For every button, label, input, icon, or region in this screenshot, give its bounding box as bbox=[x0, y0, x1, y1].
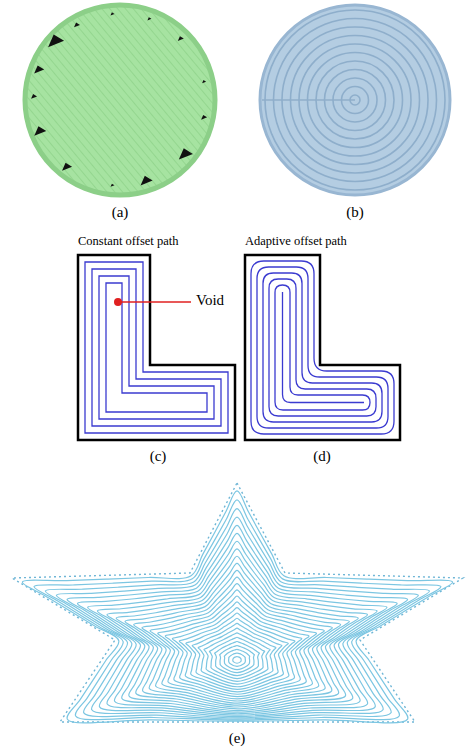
figure-title: Adaptive offset path bbox=[245, 234, 347, 248]
contour-path bbox=[56, 517, 418, 718]
hatched-disc bbox=[25, 5, 215, 195]
void-triangle bbox=[178, 36, 184, 41]
ring-path bbox=[291, 36, 420, 165]
panel-label: (b) bbox=[346, 204, 364, 221]
void-triangle bbox=[141, 176, 153, 186]
ring-path bbox=[308, 53, 403, 148]
panel-label: (d) bbox=[313, 448, 331, 465]
panel-label: (e) bbox=[229, 730, 246, 747]
ring-path bbox=[299, 44, 411, 156]
contour-path bbox=[224, 649, 249, 669]
contour-path bbox=[97, 549, 377, 712]
contour-path bbox=[134, 577, 341, 705]
offset-path bbox=[251, 261, 394, 434]
void-triangle bbox=[111, 12, 115, 15]
star-contours bbox=[12, 483, 463, 723]
offset-path bbox=[85, 262, 228, 433]
ring-path bbox=[333, 78, 377, 122]
contour-path bbox=[192, 623, 282, 686]
contour-path bbox=[88, 541, 387, 714]
void-triangle bbox=[34, 66, 44, 74]
offset-path bbox=[269, 279, 376, 416]
contour-path bbox=[220, 646, 255, 673]
void-triangle bbox=[48, 34, 64, 47]
disc-outline bbox=[260, 5, 450, 195]
contour-path bbox=[142, 584, 332, 704]
ring-path bbox=[316, 61, 394, 139]
offset-path bbox=[275, 285, 370, 410]
void-triangle bbox=[201, 115, 207, 120]
panel-label: (c) bbox=[150, 448, 167, 465]
offset-path bbox=[263, 273, 382, 422]
ring-path bbox=[350, 95, 360, 105]
l-outline bbox=[78, 255, 235, 440]
ring-path bbox=[265, 10, 445, 190]
ring-path bbox=[274, 19, 437, 182]
ring-path bbox=[342, 87, 369, 114]
panel-label: (a) bbox=[112, 204, 129, 221]
contour-path bbox=[67, 525, 408, 716]
disc-outline bbox=[25, 5, 215, 195]
offset-path bbox=[283, 292, 365, 403]
void-triangle bbox=[147, 17, 151, 20]
void-triangle bbox=[62, 163, 72, 171]
contour-path bbox=[215, 641, 260, 675]
offset-path bbox=[257, 267, 388, 428]
ring-path bbox=[282, 27, 428, 173]
l-outline bbox=[245, 255, 400, 440]
void-triangle bbox=[179, 148, 193, 159]
star-outline bbox=[12, 483, 463, 722]
contour-path bbox=[77, 533, 397, 715]
constant-offset-figure bbox=[78, 255, 235, 440]
concentric-disc bbox=[260, 5, 450, 195]
leader-line bbox=[118, 301, 191, 303]
contour-path bbox=[209, 637, 264, 678]
contour-path bbox=[45, 509, 429, 719]
figure-title: Constant offset path bbox=[78, 234, 178, 248]
adaptive-offset-figure bbox=[245, 255, 400, 440]
contour-path bbox=[233, 657, 241, 664]
contour-path bbox=[125, 570, 349, 707]
contour-path bbox=[229, 653, 246, 666]
contour-path bbox=[165, 602, 309, 697]
void-triangle bbox=[34, 126, 46, 136]
contour-path bbox=[34, 500, 441, 720]
contour-path bbox=[198, 628, 276, 684]
ring-path bbox=[325, 70, 386, 131]
contour-path bbox=[107, 556, 368, 710]
void-triangle bbox=[202, 80, 206, 83]
void-triangle bbox=[74, 23, 80, 28]
void-leader bbox=[114, 298, 191, 306]
callout-label: Void bbox=[196, 292, 224, 309]
offset-path bbox=[106, 283, 207, 412]
contour-path bbox=[179, 613, 295, 692]
void-triangle bbox=[31, 94, 37, 99]
contour-path bbox=[22, 491, 452, 723]
contour-path bbox=[150, 590, 324, 701]
void-triangle bbox=[111, 184, 115, 187]
void-dot bbox=[114, 298, 122, 306]
